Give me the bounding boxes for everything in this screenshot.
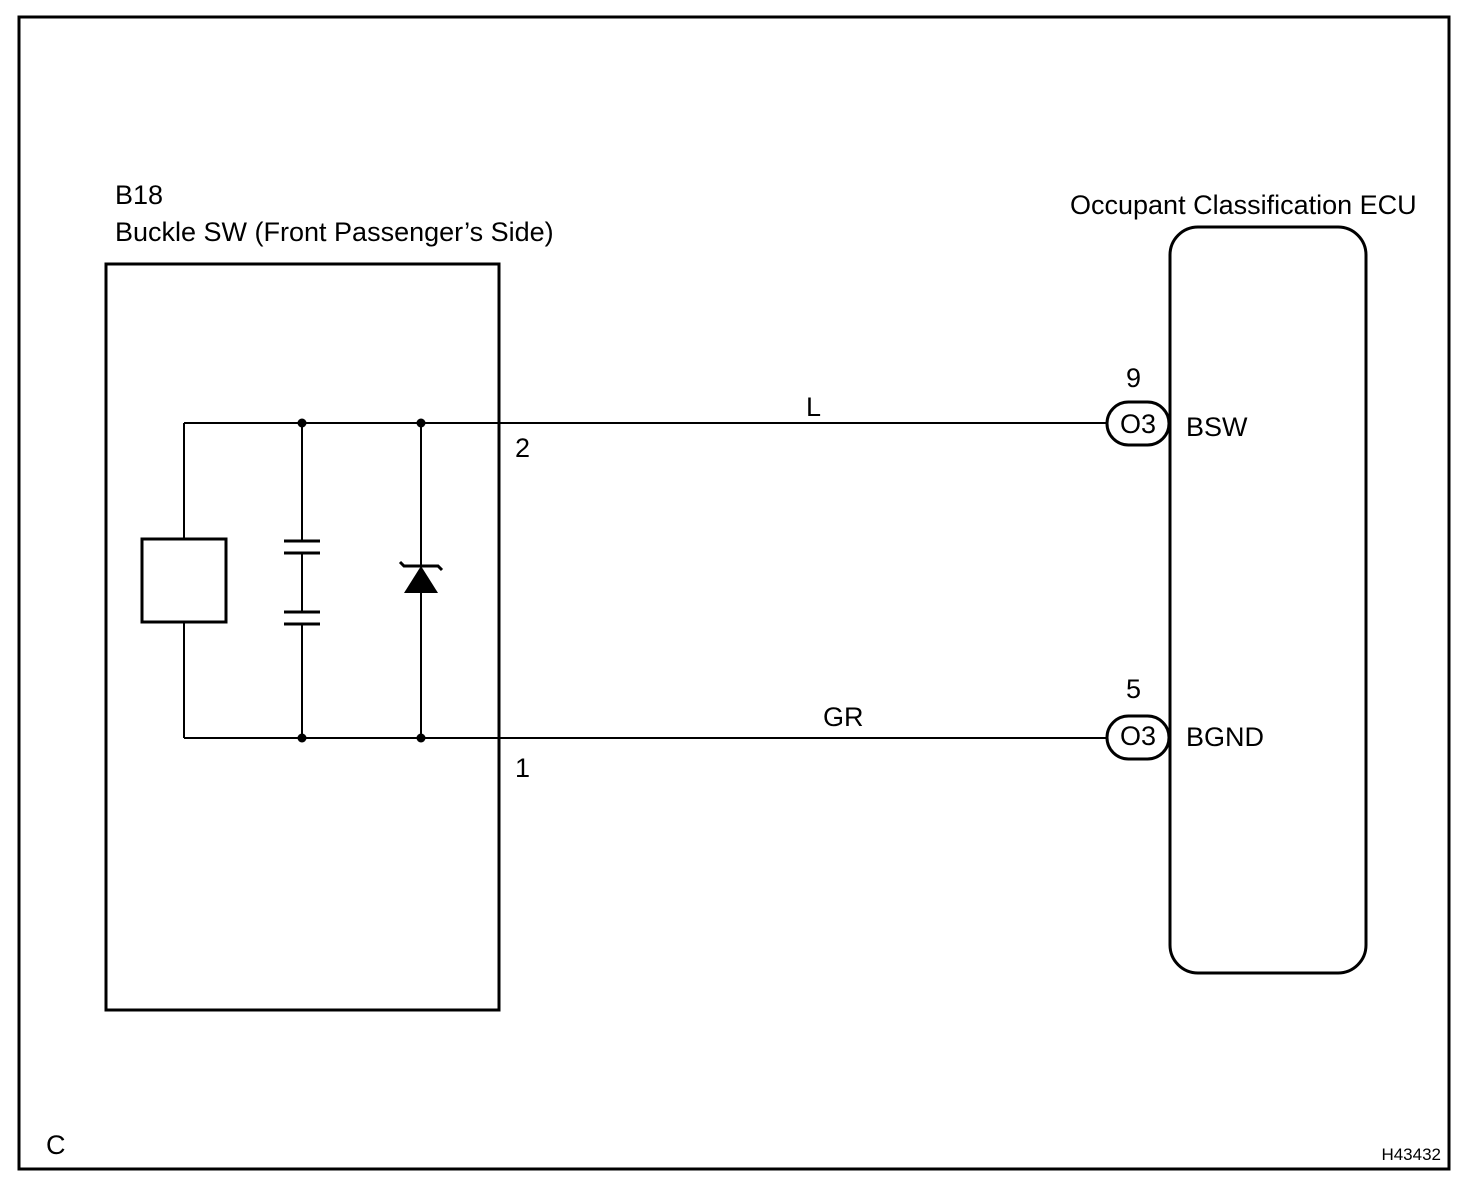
connector-bottom-code: O3: [1120, 721, 1156, 751]
corner-letter: C: [46, 1130, 66, 1160]
junction-dot: [297, 418, 307, 428]
ecu-pin-top-number: 9: [1126, 363, 1141, 393]
right-component-name: Occupant Classification ECU: [1070, 190, 1417, 220]
outer-frame: [17, 15, 1451, 1171]
wire-bottom-color-code: GR: [823, 702, 864, 732]
left-component-code: B18: [115, 180, 163, 210]
zener-diode-triangle: [404, 566, 438, 593]
ecu-pin-bottom-number: 5: [1126, 674, 1141, 704]
sensor-element: [140, 537, 228, 624]
wire-top-color-code: L: [806, 392, 821, 422]
left-pin-top-number: 2: [515, 433, 530, 463]
figure-id: H43432: [1381, 1145, 1441, 1164]
buckle-switch-internal-circuit: [140, 418, 499, 743]
junction-dot: [416, 418, 426, 428]
connector-pill-bottom: [1105, 714, 1171, 761]
junction-dot: [297, 733, 307, 743]
buckle-switch-box: [104, 262, 501, 1012]
left-component-name: Buckle SW (Front Passenger’s Side): [115, 217, 554, 247]
connector-top-code: O3: [1120, 409, 1156, 439]
ecu-pin-top-signal: BSW: [1186, 412, 1248, 442]
left-pin-bottom-number: 1: [515, 753, 530, 783]
connector-pill-top: [1105, 400, 1171, 447]
junction-dot: [416, 733, 426, 743]
ecu-box: [1168, 225, 1368, 975]
ecu-pin-bottom-signal: BGND: [1186, 722, 1264, 752]
